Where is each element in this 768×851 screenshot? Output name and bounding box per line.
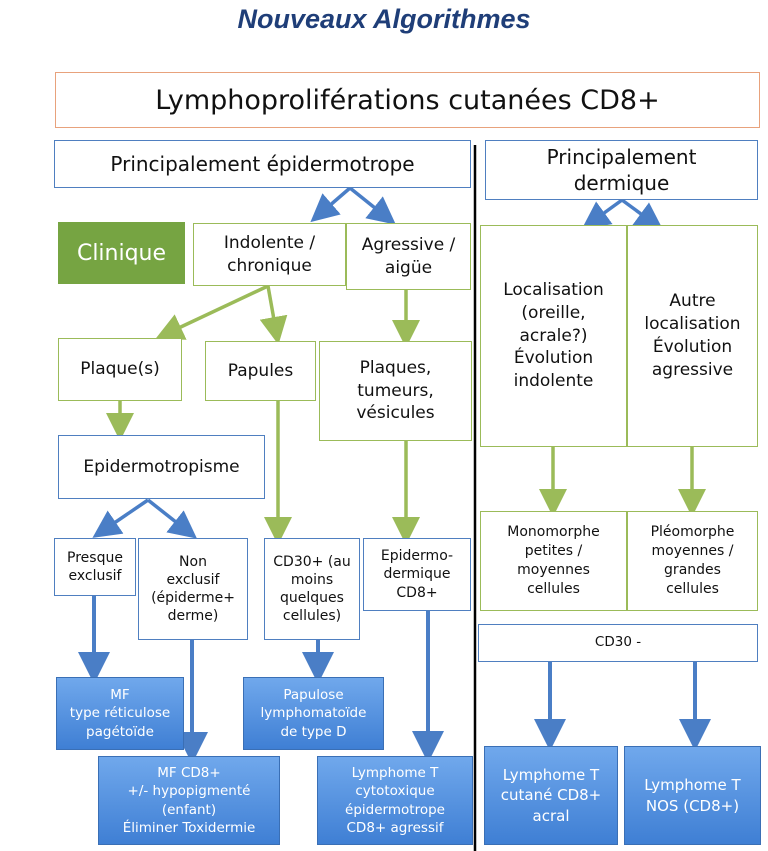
right-header-box: Principalement dermique — [485, 140, 758, 200]
left-header-box: Principalement épidermotrope — [54, 140, 471, 188]
epidermo-dermique-box: Epidermo- dermique CD8+ — [363, 538, 471, 611]
autre-localisation-box: Autre localisation Évolution agressive — [627, 225, 758, 447]
plaques-box: Plaque(s) — [58, 338, 182, 401]
papules-box: Papules — [205, 341, 316, 401]
page-title: Nouveaux Algorithmes — [237, 4, 531, 34]
presque-exclusif-box: Presque exclusif — [54, 538, 136, 596]
lymphome-cytotoxique-box: Lymphome T cytotoxique épidermotrope CD8… — [317, 756, 473, 845]
pleomorphe-box: Pléomorphe moyennes / grandes cellules — [627, 511, 758, 611]
epidermotropisme-box: Epidermotropisme — [58, 435, 265, 499]
plaques-tumeurs-box: Plaques, tumeurs, vésicules — [319, 341, 472, 441]
lymphome-acral-box: Lymphome T cutané CD8+ acral — [484, 746, 618, 845]
non-exclusif-box: Non exclusif (épiderme+ derme) — [138, 538, 248, 640]
agressive-box: Agressive / aigüe — [346, 223, 471, 290]
monomorphe-box: Monomorphe petites / moyennes cellules — [480, 511, 627, 611]
mf-cd8-box: MF CD8+ +/- hypopigmenté (enfant) Élimin… — [98, 756, 280, 845]
lymphome-nos-box: Lymphome T NOS (CD8+) — [624, 746, 761, 845]
clinique-label: Clinique — [58, 222, 185, 284]
cd30-plus-box: CD30+ (au moins quelques cellules) — [264, 538, 360, 640]
localisation-box: Localisation (oreille, acrale?) Évolutio… — [480, 225, 627, 447]
indolente-box: Indolente / chronique — [193, 223, 346, 286]
papulose-box: Papulose lymphomatoïde de type D — [243, 677, 384, 750]
cd30-minus-box: CD30 - — [478, 624, 758, 662]
mf-reticulose-box: MF type réticulose pagétoïde — [56, 677, 184, 750]
main-title-box: Lymphoproliférations cutanées CD8+ — [55, 72, 760, 128]
